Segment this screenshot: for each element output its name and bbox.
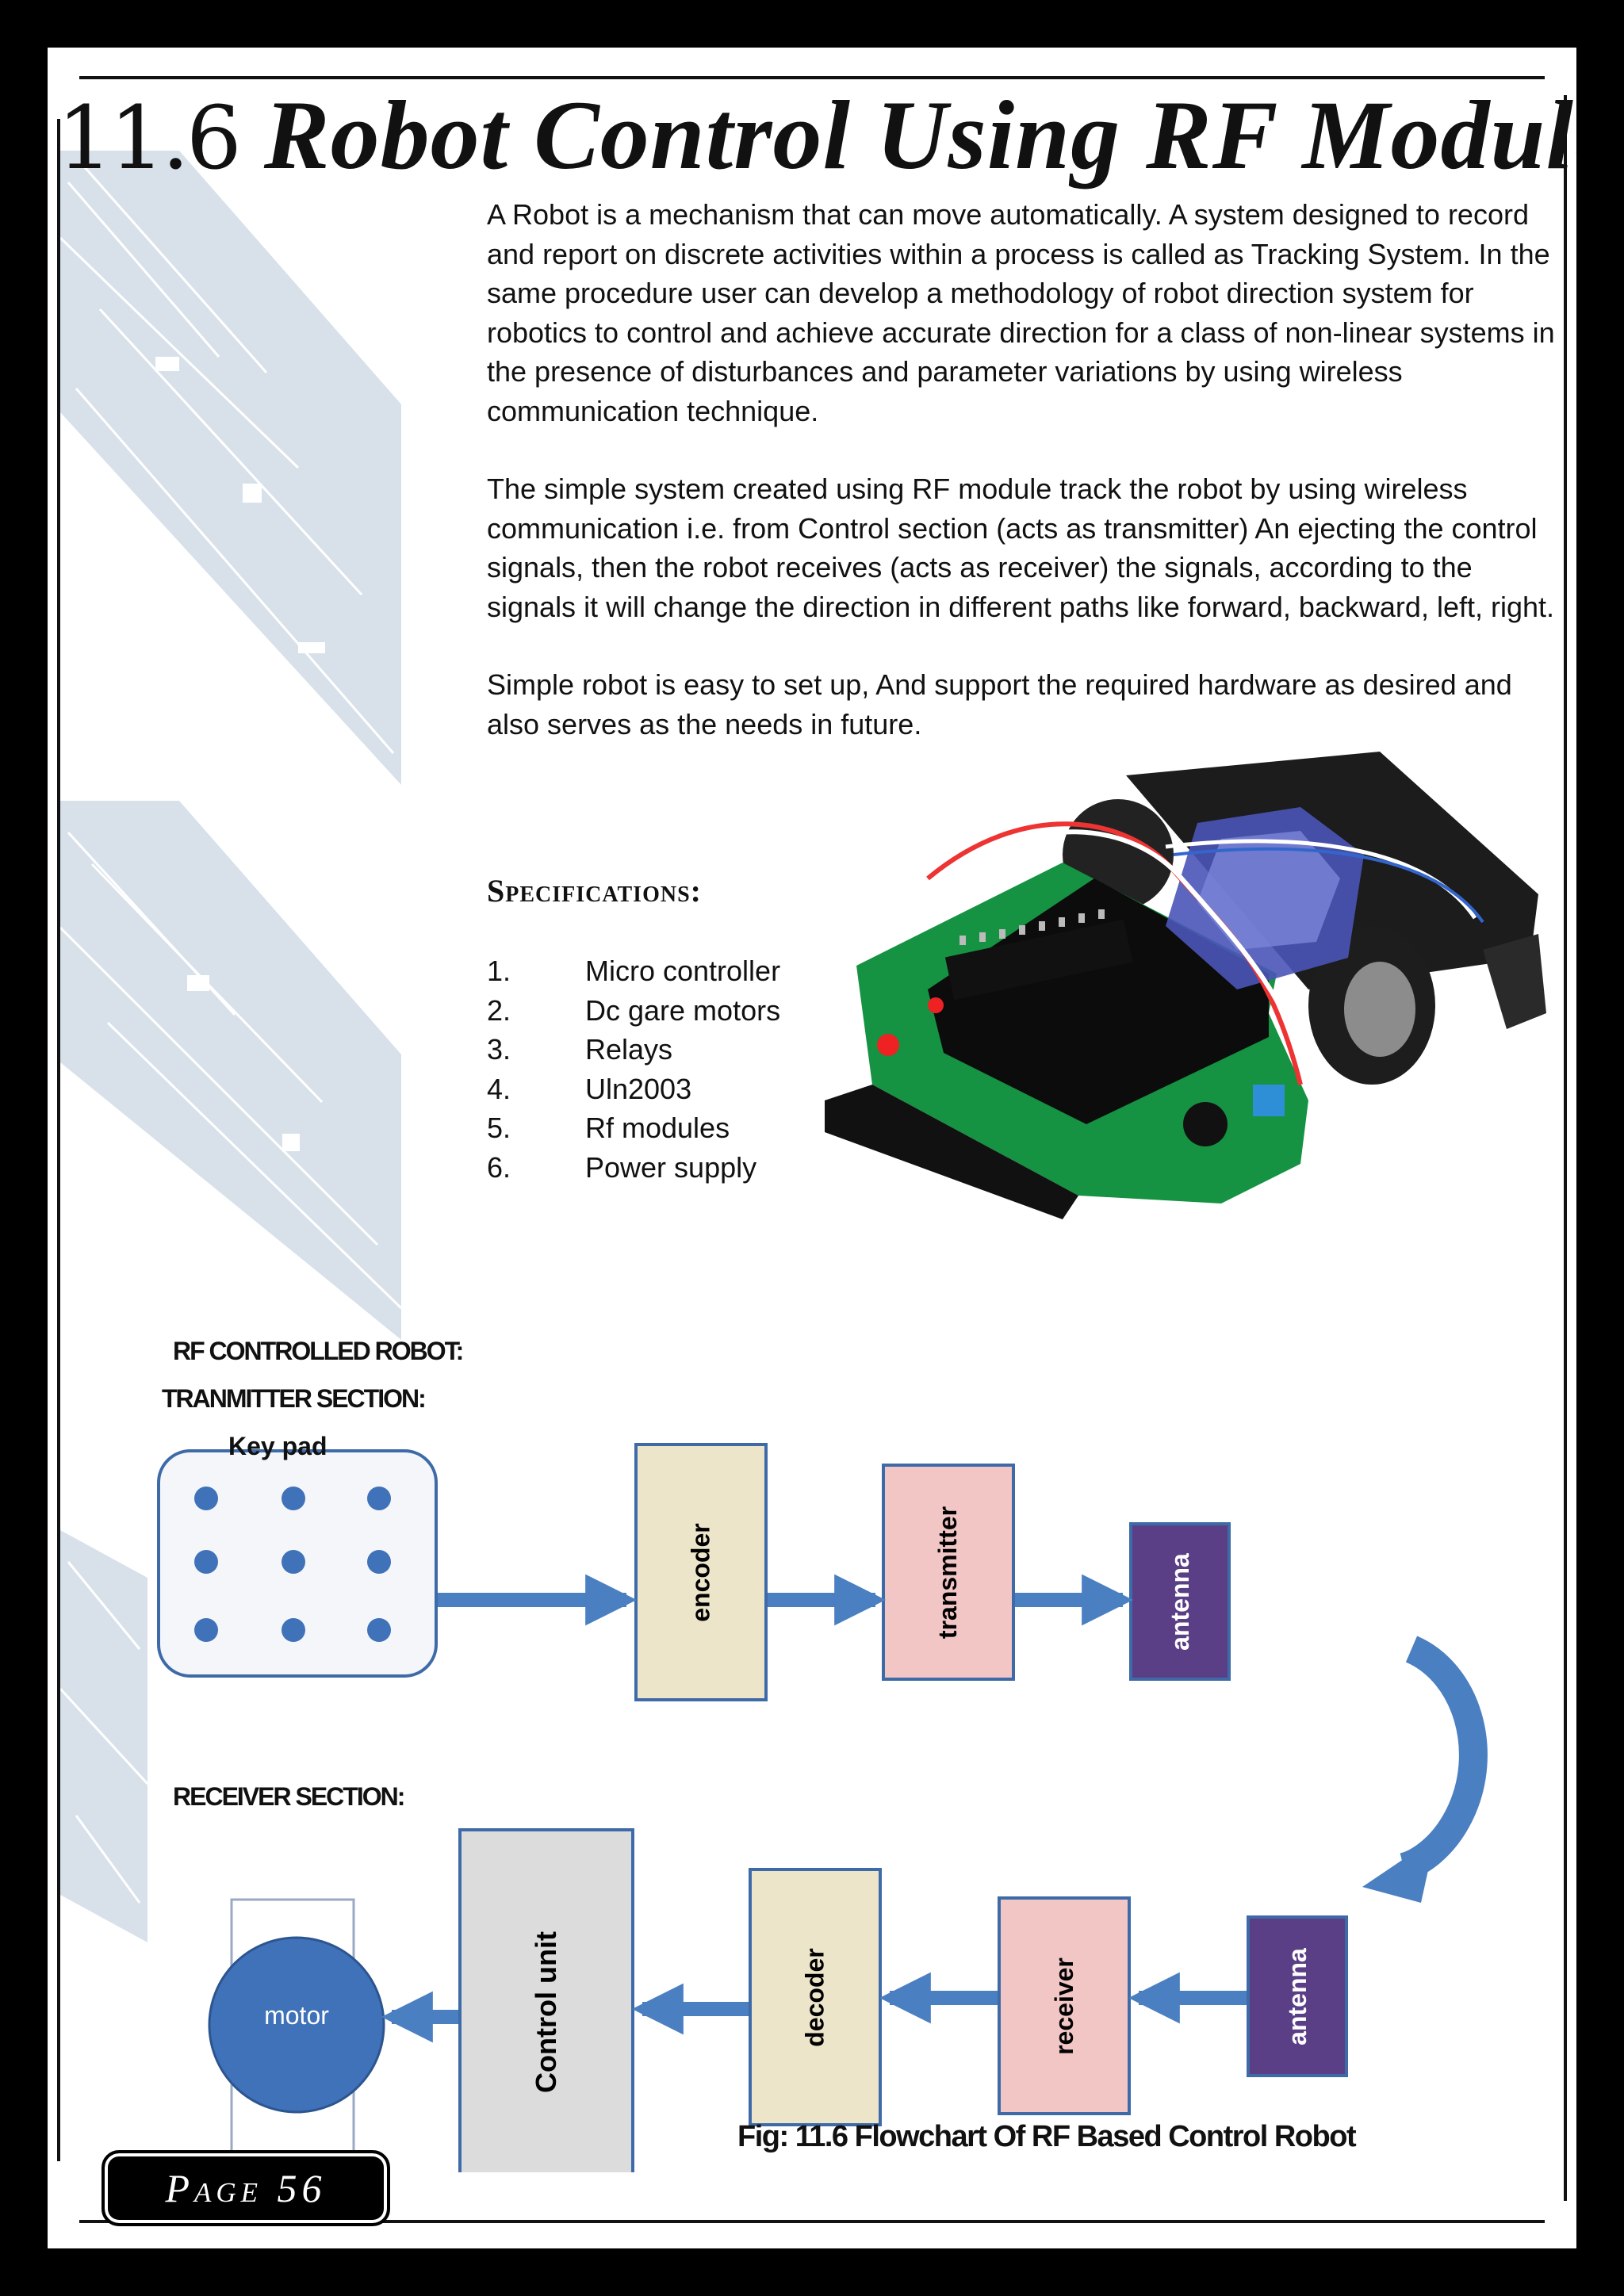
transmitter-box xyxy=(882,1464,1015,1681)
left-rule xyxy=(57,119,60,2161)
page-title: 11.6 Robot Control Using RF Module xyxy=(57,76,1576,195)
control-unit-label: Control unit xyxy=(529,1931,562,2093)
spec-item: 3.Relays xyxy=(487,1033,673,1066)
page-number-badge: Page 56 xyxy=(102,2150,390,2226)
top-rule xyxy=(79,76,1545,79)
flowchart-graphics xyxy=(157,1443,1488,2172)
circuit-background-decoration-lower xyxy=(60,1530,147,1942)
diagram-heading: RF CONTROLLED ROBOT: xyxy=(173,1337,464,1365)
antenna-tx-label: antenna xyxy=(1165,1552,1194,1651)
antenna-rx-box xyxy=(1247,1915,1348,2077)
decoder-box xyxy=(749,1868,882,2126)
specifications-heading: Specifications: xyxy=(487,873,702,909)
circuit-background-decoration xyxy=(60,151,401,1340)
section-title: Robot Control Using RF Module xyxy=(263,81,1576,189)
right-rule xyxy=(1564,95,1567,2201)
bottom-rule xyxy=(79,2220,1545,2223)
intro-paragraph: A Robot is a mechanism that can move aut… xyxy=(487,198,1555,427)
decoder-label: decoder xyxy=(800,1947,829,2047)
spec-item: 1.Micro controller xyxy=(487,955,781,987)
rf-flowchart: RF CONTROLLED ROBOT: TRANMITTER SECTION:… xyxy=(127,1269,1522,2172)
turnaround-arrow xyxy=(1399,1636,1488,1881)
receiver-box xyxy=(998,1896,1131,2115)
encoder-label: encoder xyxy=(686,1522,715,1622)
motor-label: motor xyxy=(264,2001,329,2030)
receiver-section-heading: RECEIVER SECTION: xyxy=(173,1782,405,1811)
specifications-list: 1.Micro controller 2.Dc gare motors 3.Re… xyxy=(487,951,780,1187)
spec-item: 6.Power supply xyxy=(487,1150,757,1184)
setup-paragraph: Simple robot is easy to set up, And supp… xyxy=(487,668,1512,740)
receiver-label: receiver xyxy=(1049,1957,1078,2055)
section-number: 11.6 xyxy=(57,87,242,189)
encoder-box xyxy=(634,1443,768,1701)
transmitter-section-heading: TRANMITTER SECTION: xyxy=(162,1384,427,1413)
figure-caption: Fig: 11.6 Flowchart Of RF Based Control … xyxy=(737,2120,1357,2153)
control-unit-box xyxy=(458,1828,634,2172)
spec-item: 4.Uln2003 xyxy=(487,1072,692,1105)
antenna-rx-label: antenna xyxy=(1282,1947,1312,2045)
antenna-tx-box xyxy=(1129,1522,1231,1681)
system-paragraph: The simple system created using RF modul… xyxy=(487,473,1555,623)
keypad-keys xyxy=(194,1487,391,1642)
spec-item: 5.Rf modules xyxy=(487,1112,730,1144)
transmitter-label: transmitter xyxy=(933,1506,963,1639)
keypad-label: Key pad xyxy=(228,1432,327,1460)
robot-photo xyxy=(825,752,1546,1219)
page-inner: 11.6 Robot Control Using RF Module A Rob… xyxy=(48,48,1576,2248)
page-frame: 11.6 Robot Control Using RF Module A Rob… xyxy=(27,27,1597,2269)
spec-item: 2.Dc gare motors xyxy=(487,993,781,1027)
